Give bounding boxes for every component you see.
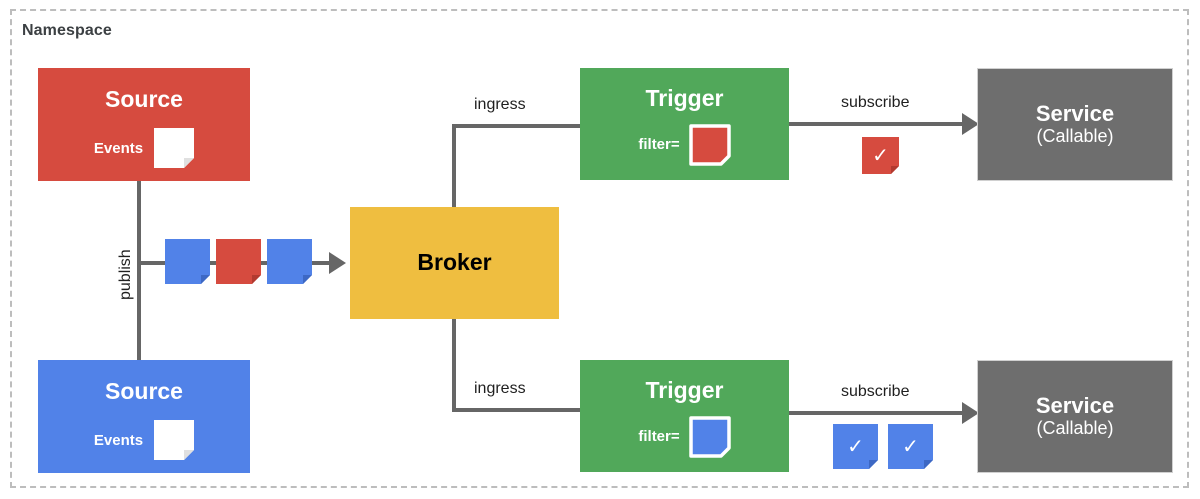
subscribe-bottom-arrowhead [962,402,979,424]
service-node-bottom[interactable]: Service (Callable) [977,360,1173,473]
source-title: Source [105,85,183,112]
service-node-top[interactable]: Service (Callable) [977,68,1173,181]
filter-card-icon [688,123,731,166]
source-events-label: Events [93,431,144,449]
delivered-events-bottom: ✓ ✓ [833,424,933,469]
trigger-filter-row: filter= [638,123,731,166]
ingress-top-vertical-line [452,124,456,209]
edge-label-publish: publish [117,249,134,300]
document-icon [154,420,195,461]
subscribe-top-arrowhead [962,113,979,135]
trigger-filter-label: filter= [638,428,680,446]
edge-label-subscribe-bottom: subscribe [841,383,910,400]
namespace-label: Namespace [22,22,112,39]
publish-vertical-line [137,180,141,361]
delivered-events-top: ✓ [862,137,899,174]
service-title: Service [1035,101,1115,127]
filter-card-icon [688,415,731,458]
check-card-icon: ✓ [862,137,899,174]
source-node-red[interactable]: Source Events [38,68,250,181]
event-card-icon [216,239,261,284]
source-title: Source [105,377,183,404]
event-card-icon [267,239,312,284]
source-node-blue[interactable]: Source Events [38,360,250,473]
namespace-boundary [10,9,1189,488]
ingress-bottom-vertical-line [452,317,456,412]
broker-title: Broker [417,249,492,276]
check-card-icon: ✓ [833,424,878,469]
ingress-bottom-horizontal-line [452,408,582,412]
document-icon [154,128,195,169]
service-subtitle: (Callable) [1036,418,1114,439]
edge-label-ingress-top: ingress [474,96,526,113]
edge-label-ingress-bottom: ingress [474,380,526,397]
ingress-top-horizontal-line [452,124,582,128]
service-title: Service [1035,393,1115,419]
source-events-row: Events [93,128,195,169]
trigger-node-bottom[interactable]: Trigger filter= [580,360,789,472]
trigger-filter-label: filter= [638,136,680,154]
source-events-label: Events [93,139,144,157]
event-card-icon [165,239,210,284]
edge-label-subscribe-top: subscribe [841,94,910,111]
check-card-icon: ✓ [888,424,933,469]
subscribe-bottom-line [789,411,971,415]
trigger-title: Trigger [645,85,724,112]
subscribe-top-line [789,122,971,126]
trigger-filter-row: filter= [638,415,731,458]
service-subtitle: (Callable) [1036,126,1114,147]
broker-node[interactable]: Broker [350,207,559,319]
publish-arrowhead [329,252,346,274]
trigger-node-top[interactable]: Trigger filter= [580,68,789,180]
trigger-title: Trigger [645,377,724,404]
source-events-row: Events [93,420,195,461]
